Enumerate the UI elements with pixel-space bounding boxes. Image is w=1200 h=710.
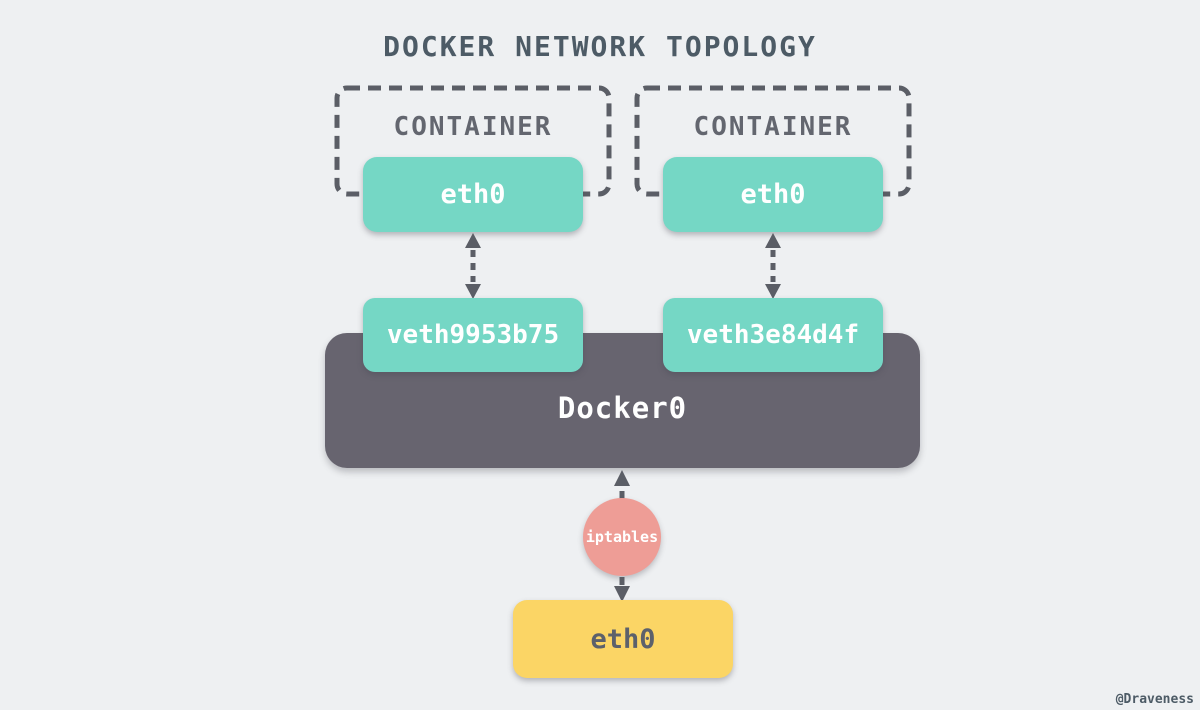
container-2-label: CONTAINER <box>693 112 853 142</box>
eth0-veth-arrow-2 <box>765 233 781 299</box>
veth-node-2: veth3e84d4f <box>663 298 883 372</box>
container-2-eth0-node: eth0 <box>663 157 883 232</box>
host-eth0-node: eth0 <box>513 600 733 678</box>
watermark-credit: @Draveness <box>1115 692 1194 707</box>
iptables-node: iptables <box>583 498 661 576</box>
bridge-iptables-arrow <box>614 470 630 499</box>
container-1-label: CONTAINER <box>393 112 553 142</box>
container-1-eth0-node: eth0 <box>363 157 583 232</box>
iptables-eth0-arrow <box>614 577 630 602</box>
veth-node-1: veth9953b75 <box>363 298 583 372</box>
diagram-title: DOCKER NETWORK TOPOLOGY <box>383 30 817 63</box>
eth0-veth-arrow-1 <box>465 233 481 299</box>
